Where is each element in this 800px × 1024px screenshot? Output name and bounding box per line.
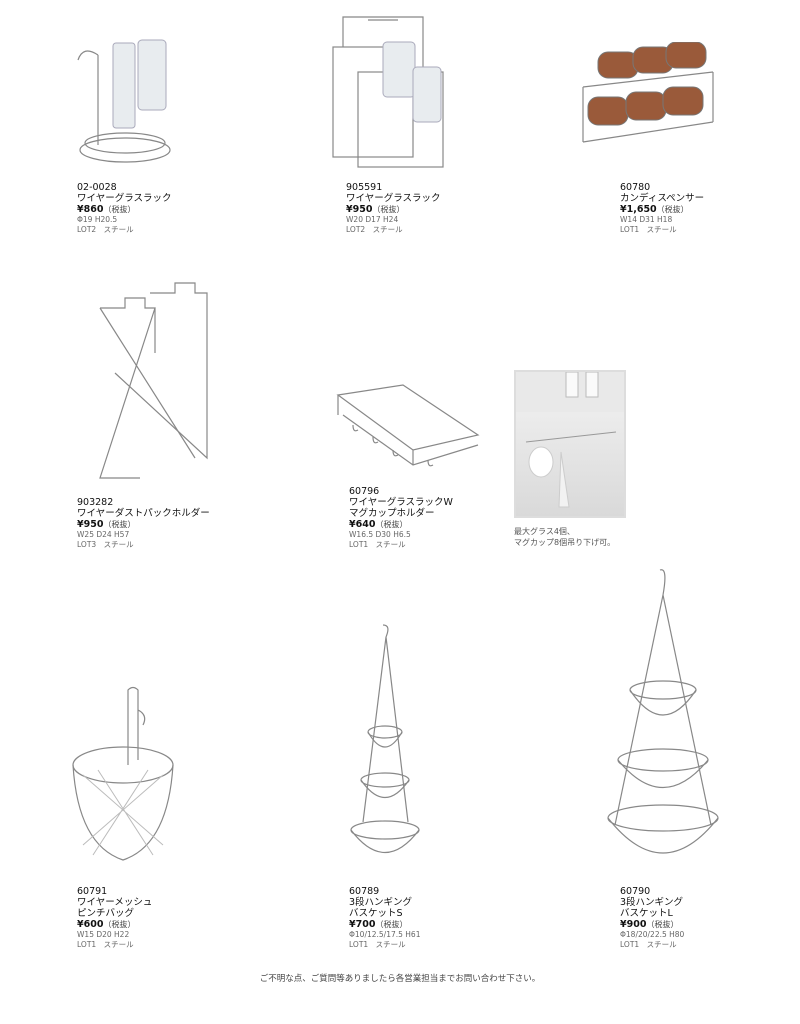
tax-label: （税抜）	[103, 520, 136, 529]
product-image-can-dispenser	[578, 41, 728, 160]
product-code: 903282	[77, 497, 114, 508]
product-60796: 60796 ワイヤーグラスラックW マグカップホルダー ¥640（税抜） W16…	[349, 486, 453, 550]
tax-label: （税抜）	[375, 520, 408, 529]
product-name-line2: バスケットS	[349, 908, 403, 919]
product-image-mesh-pinch-bag	[68, 685, 188, 867]
footer-note: ご不明な点、ご質問等ありましたら各営業担当までお問い合わせ下さい。	[259, 974, 541, 984]
product-size: W20 D17 H24	[346, 215, 399, 224]
product-size: W14 D31 H18	[620, 215, 673, 224]
product-size: W25 D24 H57	[77, 530, 130, 539]
tax-label: （税抜）	[375, 920, 408, 929]
product-size: W15 D20 H22	[77, 930, 130, 939]
product-image-hanging-basket-s	[348, 622, 423, 870]
photo-caption: 最大グラス4個、 マグカップ8個吊り下げ可。	[514, 526, 615, 548]
tax-label: （税抜）	[372, 205, 405, 214]
product-name: ワイヤーグラスラック	[346, 193, 441, 204]
product-lot: LOT3 スチール	[77, 540, 134, 549]
product-size: W16.5 D30 H6.5	[349, 530, 411, 539]
product-name: ワイヤーダストパックホルダー	[77, 508, 210, 519]
product-60791: 60791 ワイヤーメッシュ ピンチバッグ ¥600（税抜） W15 D20 H…	[77, 886, 152, 950]
product-name: ワイヤーグラスラック	[77, 193, 172, 204]
product-price: ¥640	[349, 519, 376, 530]
product-name-line2: ピンチバッグ	[77, 908, 135, 919]
product-lot: LOT1 スチール	[349, 540, 406, 549]
product-price: ¥950	[346, 204, 373, 215]
caption-line: 最大グラス4個、	[514, 527, 575, 536]
product-code: 60780	[620, 182, 651, 193]
product-lot: LOT1 スチール	[620, 225, 677, 234]
product-usage-photo	[514, 370, 626, 518]
product-name: ワイヤーグラスラックW	[349, 497, 453, 508]
product-60790: 60790 3段ハンギング バスケットL ¥900（税抜） Φ18/20/22.…	[620, 886, 684, 950]
product-name: カンディスペンサー	[620, 193, 705, 204]
product-price: ¥700	[349, 919, 376, 930]
product-size: Φ18/20/22.5 H80	[620, 930, 685, 939]
product-code: 60789	[349, 886, 380, 897]
product-size: Φ19 H20.5	[77, 215, 118, 224]
product-price: ¥860	[77, 204, 104, 215]
product-image-glass-rack-handle	[323, 12, 448, 172]
product-lot: LOT2 スチール	[77, 225, 134, 234]
product-name: 3段ハンギング	[349, 897, 413, 908]
product-image-glass-mug-rack	[333, 375, 481, 470]
tax-label: （税抜）	[656, 205, 689, 214]
product-price: ¥600	[77, 919, 104, 930]
product-lot: LOT1 スチール	[77, 940, 134, 949]
caption-line: マグカップ8個吊り下げ可。	[514, 538, 616, 547]
product-name: 3段ハンギング	[620, 897, 684, 908]
product-price: ¥950	[77, 519, 104, 530]
product-image-dust-pack-holder	[95, 278, 213, 483]
product-code: 02-0028	[77, 182, 117, 193]
tax-label: （税抜）	[103, 205, 136, 214]
product-code: 60790	[620, 886, 651, 897]
product-60780: 60780 カンディスペンサー ¥1,650（税抜） W14 D31 H18 L…	[620, 182, 704, 235]
product-name-line2: バスケットL	[620, 908, 673, 919]
product-code: 905591	[346, 182, 383, 193]
product-image-glass-rack-round	[68, 35, 183, 170]
tax-label: （税抜）	[103, 920, 136, 929]
product-lot: LOT1 スチール	[620, 940, 677, 949]
tax-label: （税抜）	[646, 920, 679, 929]
product-price: ¥900	[620, 919, 647, 930]
product-image-hanging-basket-l	[603, 565, 723, 870]
product-02-0028: 02-0028 ワイヤーグラスラック ¥860（税抜） Φ19 H20.5 LO…	[77, 182, 172, 235]
product-size: Φ10/12.5/17.5 H61	[349, 930, 421, 939]
product-code: 60791	[77, 886, 108, 897]
product-lot: LOT2 スチール	[346, 225, 403, 234]
product-code: 60796	[349, 486, 380, 497]
product-60789: 60789 3段ハンギング バスケットS ¥700（税抜） Φ10/12.5/1…	[349, 886, 420, 950]
product-name-line2: マグカップホルダー	[349, 508, 435, 519]
product-name: ワイヤーメッシュ	[77, 897, 153, 908]
product-lot: LOT1 スチール	[349, 940, 406, 949]
product-903282: 903282 ワイヤーダストパックホルダー ¥950（税抜） W25 D24 H…	[77, 497, 210, 550]
product-905591: 905591 ワイヤーグラスラック ¥950（税抜） W20 D17 H24 L…	[346, 182, 441, 235]
product-price: ¥1,650	[620, 204, 657, 215]
